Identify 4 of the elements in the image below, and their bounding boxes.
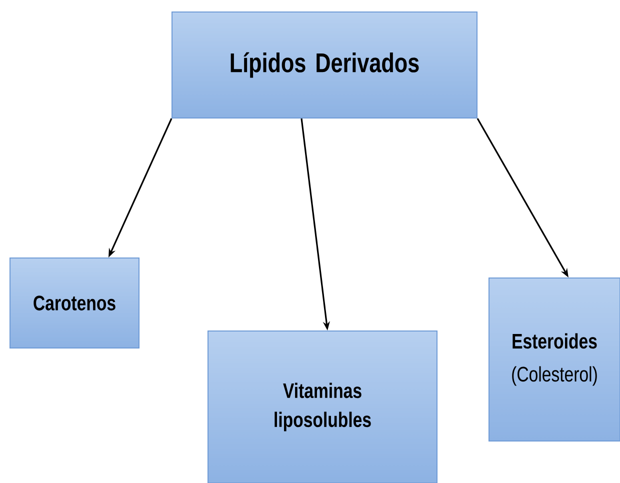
concept-box: Vitaminas liposolubles	[208, 330, 438, 483]
concept-box: Carotenos	[10, 258, 140, 348]
concept-box: Esteroides (Colesterol)	[488, 278, 620, 442]
concept-box: Lípidos Derivados	[172, 12, 478, 118]
